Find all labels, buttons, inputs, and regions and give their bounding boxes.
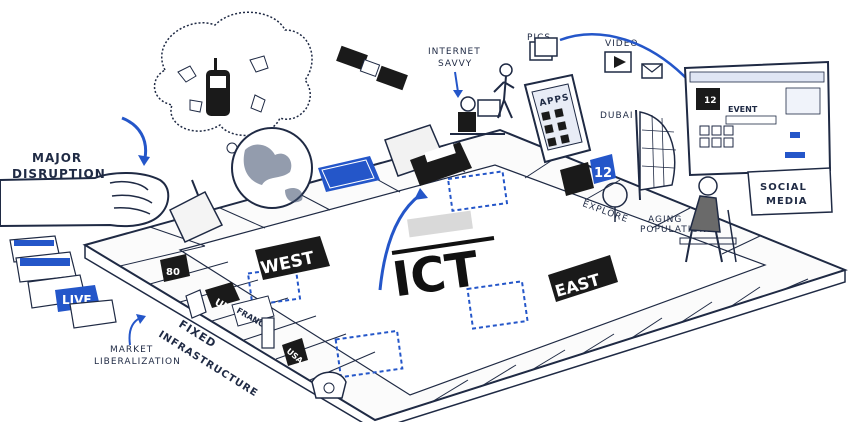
internet-label: INTERNET [428,47,481,57]
number-12: 12 [594,166,612,181]
video-label: VIDEO [605,39,639,49]
event-label: EVENT [728,105,758,114]
market-label: MARKET [110,345,153,355]
major-label: MAJOR [32,151,82,165]
media-label: MEDIA [766,196,808,207]
desk-phone-icon [312,372,346,398]
dubai-label: DUBAI [600,111,634,121]
aging-label: AGING [648,215,682,225]
globe-icon [232,128,312,208]
liberalization-label: LIBERALIZATION [94,357,181,367]
window-12: 12 [704,96,717,106]
disruption-label: DISRUPTION [12,167,106,181]
email-icon [642,64,662,78]
social-media-label-box: SOCIAL MEDIA [748,168,832,215]
pics-icon [530,38,557,60]
satellite-icon [336,46,408,91]
savvy-label: SAVVY [438,59,472,69]
social-label: SOCIAL [760,182,807,193]
play-icon [605,52,631,72]
flag-icon [636,110,676,200]
social-media-window: 12 EVENT [685,62,830,175]
person-at-laptop-icon [450,97,505,134]
number-80: 80 [166,267,180,278]
